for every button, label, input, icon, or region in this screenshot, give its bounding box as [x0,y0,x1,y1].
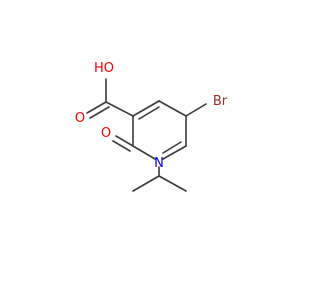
bond-c3-c4 [132,100,160,117]
bond-c5-br [185,103,207,117]
molecule-structure: HO O O N Br [75,61,228,192]
isopropyl-group [132,166,187,192]
bromine-bond [185,103,207,117]
bond-c2-o-inner [112,140,131,152]
bond-n-c2 [132,145,156,160]
ring-carbonyl [112,135,134,152]
bond-ch-ch3-right [158,175,187,192]
hydroxyl-label: HO [94,61,114,76]
bond-c3-c4-inner [138,106,160,120]
bond-c4-c5 [158,100,187,117]
pyridinone-ring [132,100,187,160]
carboxylic-acid-group [86,78,134,119]
bond-acid-carbon-ring [105,101,134,117]
bond-acid-co-inner [89,106,110,119]
bond-c6-n-inner [162,141,182,154]
acid-oxygen-label: O [75,111,85,126]
bond-c6-n [162,145,187,160]
bond-c2-o-outer [115,135,134,147]
bond-ch-ch3-left [132,175,160,192]
bond-acid-co-outer [86,101,107,114]
ring-oxygen-label: O [101,126,111,141]
nitrogen-label: N [154,156,164,171]
bromine-label: Br [213,94,228,109]
